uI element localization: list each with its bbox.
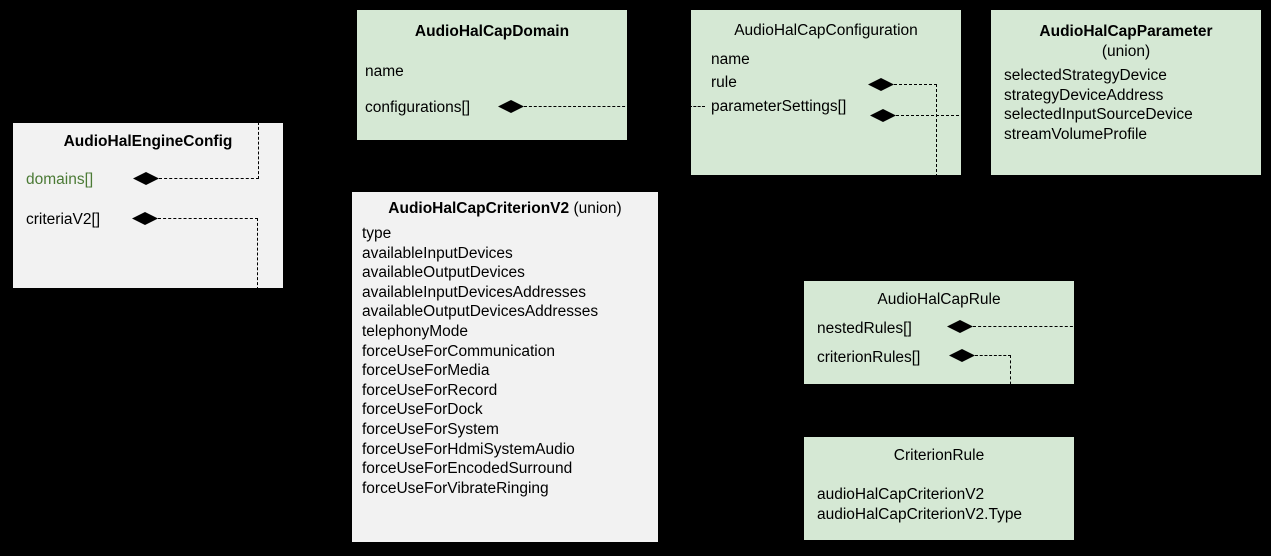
class-title-audio-hal-engine-config: AudioHalEngineConfig [63, 133, 233, 150]
composition-diamond-domains [133, 172, 159, 185]
field-force-use-for-hdmi-system-audio: forceUseForHdmiSystemAudio [362, 440, 575, 458]
composition-diamond-rule [868, 78, 894, 91]
class-box-criterion-rule[interactable]: CriterionRule audioHalCapCriterionV2 aud… [804, 437, 1074, 540]
field-parameter-settings: parameterSettings[] [711, 98, 847, 115]
connector-criteria-vertical [257, 218, 258, 288]
connector-criteria-horizontal [158, 218, 258, 219]
connector-configurations-horizontal [524, 106, 627, 107]
connector-domains-vertical [258, 123, 259, 179]
class-title-union-tag: (union) [573, 200, 622, 217]
class-box-audio-hal-cap-domain[interactable]: AudioHalCapDomain name configurations[] [357, 10, 627, 140]
field-audio-hal-cap-criterion-v2-type: audioHalCapCriterionV2.Type [817, 505, 1023, 523]
field-strategy-device-address: strategyDeviceAddress [1004, 86, 1164, 104]
field-force-use-for-vibrate-ringing: forceUseForVibrateRinging [362, 479, 549, 497]
field-selected-strategy-device: selectedStrategyDevice [1004, 67, 1167, 84]
field-stream-volume-profile: streamVolumeProfile [1004, 125, 1148, 143]
class-title-text: AudioHalCapCriterionV2 [388, 200, 570, 217]
field-configurations: configurations[] [365, 99, 471, 116]
field-force-use-for-dock: forceUseForDock [362, 401, 483, 419]
composition-diamond-criteria-v2 [132, 212, 158, 225]
field-name: name [711, 51, 750, 68]
class-box-audio-hal-cap-criterion-v2[interactable]: AudioHalCapCriterionV2 (union) type avai… [352, 192, 658, 542]
field-audio-hal-cap-criterion-v2: audioHalCapCriterionV2 [817, 486, 985, 503]
class-subtitle-union: (union) [1101, 43, 1151, 60]
class-title-audio-hal-cap-rule: AudioHalCapRule [877, 291, 1001, 308]
connector-incoming-configurations [691, 106, 705, 107]
class-title-criterion-rule: CriterionRule [893, 447, 985, 464]
field-available-input-devices-addresses: availableInputDevicesAddresses [362, 283, 587, 301]
composition-diamond-parameter-settings [870, 109, 896, 122]
connector-domains-horizontal [159, 178, 259, 179]
field-list-audio-hal-cap-parameter: selectedStrategyDevice strategyDeviceAdd… [1004, 66, 1193, 144]
connector-rule-horizontal [894, 84, 937, 85]
field-type: type [362, 225, 392, 242]
composition-diamond-criterion-rules [949, 349, 975, 362]
connector-nested-rules-horizontal [973, 326, 1074, 327]
class-title-audio-hal-cap-configuration: AudioHalCapConfiguration [734, 22, 918, 39]
field-telephony-mode: telephonyMode [362, 322, 468, 340]
class-title-audio-hal-cap-parameter: AudioHalCapParameter [1039, 23, 1213, 40]
field-available-output-devices: availableOutputDevices [362, 264, 525, 282]
class-title-audio-hal-cap-criterion-v2: AudioHalCapCriterionV2 (union) [352, 200, 658, 218]
connector-criterion-rules-horizontal [975, 355, 1011, 356]
class-box-audio-hal-cap-configuration[interactable]: AudioHalCapConfiguration name rule param… [691, 10, 961, 175]
field-domains: domains[] [26, 171, 94, 188]
field-force-use-for-communication: forceUseForCommunication [362, 342, 555, 360]
field-criterion-rules: criterionRules[] [817, 349, 921, 366]
field-force-use-for-record: forceUseForRecord [362, 381, 498, 399]
field-list-audio-hal-cap-criterion-v2: type availableInputDevices availableOutp… [362, 224, 598, 498]
field-nested-rules: nestedRules[] [817, 320, 912, 337]
field-force-use-for-media: forceUseForMedia [362, 362, 490, 380]
field-rule: rule [711, 74, 737, 91]
field-force-use-for-encoded-surround: forceUseForEncodedSurround [362, 460, 573, 478]
composition-diamond-nested-rules [947, 320, 973, 333]
field-available-output-devices-addresses: availableOutputDevicesAddresses [362, 303, 599, 321]
connector-rule-vertical [936, 84, 937, 175]
class-title-audio-hal-cap-domain: AudioHalCapDomain [414, 23, 570, 40]
field-list-criterion-rule: audioHalCapCriterionV2 audioHalCapCriter… [817, 485, 1022, 524]
field-name: name [365, 63, 404, 80]
field-force-use-for-system: forceUseForSystem [362, 420, 499, 438]
composition-diamond-configurations [498, 100, 524, 113]
class-box-audio-hal-cap-parameter[interactable]: AudioHalCapParameter (union) selectedStr… [991, 10, 1261, 175]
class-box-audio-hal-cap-rule[interactable]: AudioHalCapRule nestedRules[] criterionR… [804, 281, 1074, 384]
class-box-audio-hal-engine-config[interactable]: AudioHalEngineConfig domains[] criteriaV… [13, 123, 283, 288]
field-available-input-devices: availableInputDevices [362, 244, 513, 262]
connector-parameter-settings-horizontal [896, 115, 961, 116]
field-criteria-v2: criteriaV2[] [26, 211, 101, 228]
field-selected-input-source-device: selectedInputSourceDevice [1004, 106, 1193, 124]
connector-criterion-rules-vertical [1010, 355, 1011, 384]
